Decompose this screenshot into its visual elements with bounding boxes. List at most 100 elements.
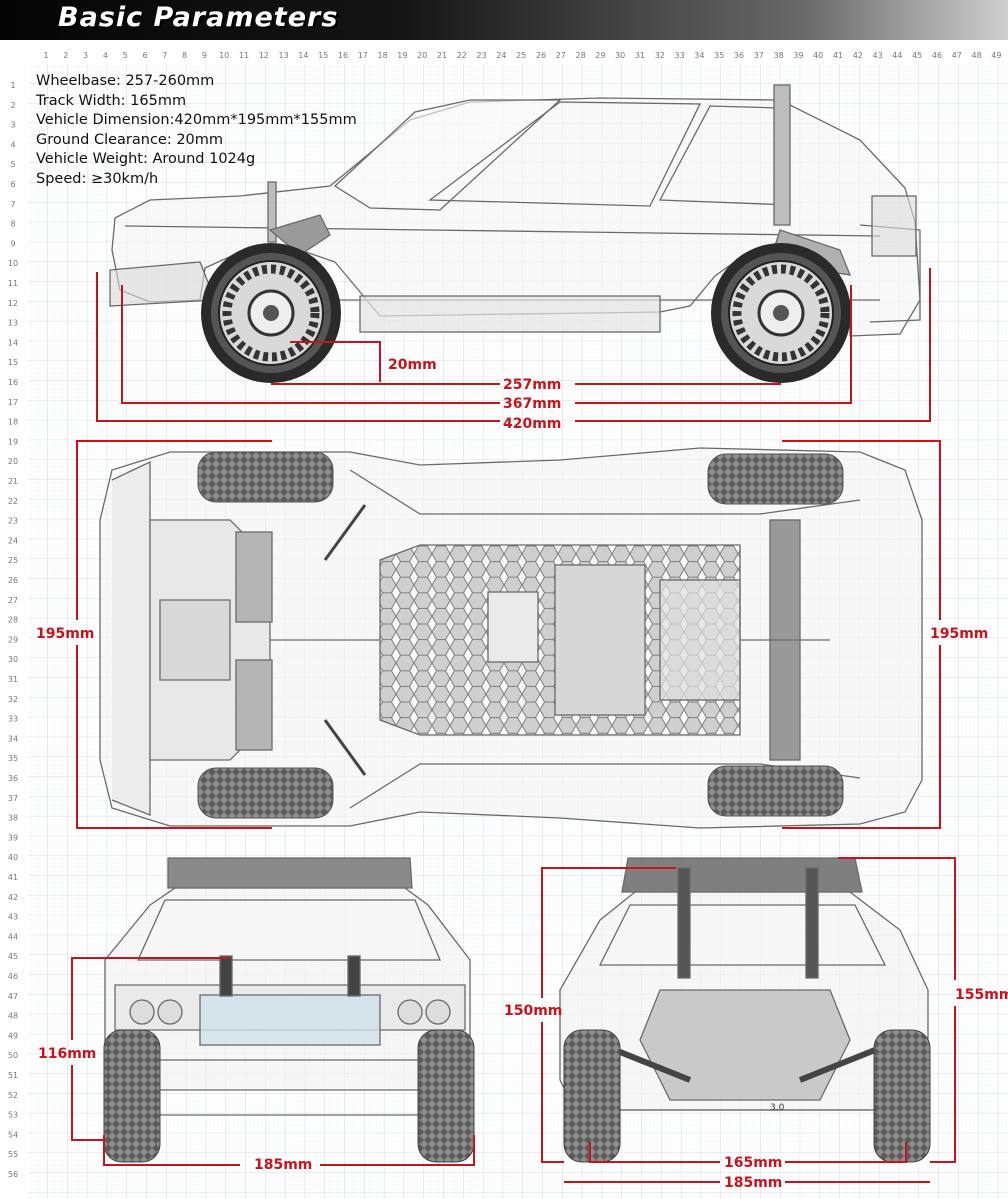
rear-tire-left bbox=[563, 1029, 621, 1163]
ruler-top-tick: 2 bbox=[63, 51, 68, 60]
ruler-top-tick: 31 bbox=[635, 51, 645, 60]
ruler-top-tick: 41 bbox=[833, 51, 843, 60]
ruler-top-tick: 48 bbox=[972, 51, 982, 60]
ruler-top-tick: 28 bbox=[576, 51, 586, 60]
dim-rear-track-outer: 185mm bbox=[724, 1175, 782, 1191]
ruler-left-tick: 39 bbox=[8, 833, 18, 842]
front-tire-right bbox=[417, 1029, 475, 1163]
ruler-left-tick: 18 bbox=[8, 418, 18, 427]
spec-list: Wheelbase: 257-260mm Track Width: 165mm … bbox=[36, 72, 357, 190]
ruler-left-tick: 4 bbox=[10, 140, 15, 149]
ruler-top-tick: 10 bbox=[219, 51, 229, 60]
side-wheel-front bbox=[201, 243, 341, 383]
ruler-top-tick: 4 bbox=[103, 51, 108, 60]
ruler-left-tick: 19 bbox=[8, 437, 18, 446]
ruler-left-tick: 16 bbox=[8, 378, 18, 387]
ruler-left-tick: 38 bbox=[8, 814, 18, 823]
ruler-left-tick: 45 bbox=[8, 952, 18, 961]
ruler-left-tick: 13 bbox=[8, 319, 18, 328]
ruler-top-tick: 13 bbox=[279, 51, 289, 60]
dimension-labels: 20mm 257mm 367mm 420mm 195mm 195mm 116mm… bbox=[36, 357, 1008, 1191]
ruler-left-tick: 46 bbox=[8, 972, 18, 981]
spec-track-width: Track Width: 165mm bbox=[36, 92, 187, 109]
page-title: Basic Parameters bbox=[58, 2, 339, 33]
ruler-left-tick: 51 bbox=[8, 1071, 18, 1080]
ruler-top-tick: 16 bbox=[338, 51, 348, 60]
ruler-top-tick: 45 bbox=[912, 51, 922, 60]
ruler-left-tick: 2 bbox=[10, 101, 15, 110]
top-tire-fl bbox=[197, 451, 334, 503]
ruler-left-tick: 31 bbox=[8, 675, 18, 684]
ruler-top-tick: 26 bbox=[536, 51, 546, 60]
ruler-top-tick: 1 bbox=[43, 51, 48, 60]
spec-speed: Speed: ≥30km/h bbox=[36, 170, 159, 187]
ruler-top-tick: 38 bbox=[774, 51, 784, 60]
ruler-left-tick: 41 bbox=[8, 873, 18, 882]
ruler-left-tick: 50 bbox=[8, 1051, 18, 1060]
ruler-top-tick: 49 bbox=[991, 51, 1001, 60]
ruler-left-tick: 32 bbox=[8, 695, 18, 704]
ruler-left-tick: 33 bbox=[8, 715, 18, 724]
ruler-left-tick: 55 bbox=[8, 1150, 18, 1159]
ruler-left-tick: 37 bbox=[8, 794, 18, 803]
ruler-top-tick: 19 bbox=[397, 51, 407, 60]
dim-wheelbase: 257mm bbox=[503, 377, 561, 393]
spec-vehicle-weight: Vehicle Weight: Around 1024g bbox=[36, 151, 256, 168]
ruler-left-tick: 42 bbox=[8, 893, 18, 902]
ruler-top-tick: 35 bbox=[714, 51, 724, 60]
ruler-left-tick: 6 bbox=[10, 180, 15, 189]
dim-width-right: 195mm bbox=[930, 626, 988, 642]
svg-text:3.0: 3.0 bbox=[770, 1103, 785, 1113]
ruler-left-tick: 49 bbox=[8, 1031, 18, 1040]
ruler-left-tick: 48 bbox=[8, 1012, 18, 1021]
ruler-left-tick: 26 bbox=[8, 576, 18, 585]
ruler-left-tick: 25 bbox=[8, 556, 18, 565]
ruler-left-tick: 21 bbox=[8, 477, 18, 486]
top-tire-fr bbox=[197, 767, 334, 819]
ruler-top-tick: 27 bbox=[556, 51, 566, 60]
spec-ground-clearance: Ground Clearance: 20mm bbox=[36, 131, 224, 148]
ruler-top-tick: 5 bbox=[123, 51, 128, 60]
ruler-left-tick: 30 bbox=[8, 655, 18, 664]
dim-ground-clearance: 20mm bbox=[388, 357, 437, 373]
ruler-left-tick: 54 bbox=[8, 1130, 18, 1139]
dim-total-length: 420mm bbox=[503, 416, 561, 432]
ruler-left-tick: 11 bbox=[8, 279, 18, 288]
top-tire-rl bbox=[707, 453, 844, 505]
front-view bbox=[104, 857, 471, 1116]
ruler-left-tick: 43 bbox=[8, 913, 18, 922]
ruler-left-tick: 10 bbox=[8, 259, 18, 268]
ruler-top-tick: 9 bbox=[202, 51, 207, 60]
spec-vehicle-dimension: Vehicle Dimension:420mm*195mm*155mm bbox=[36, 112, 357, 129]
ruler-top-tick: 17 bbox=[358, 51, 368, 60]
ruler-top-tick: 40 bbox=[813, 51, 823, 60]
ruler-left-tick: 9 bbox=[10, 239, 15, 248]
ruler-left-tick: 29 bbox=[8, 635, 18, 644]
dim-front-height: 116mm bbox=[38, 1046, 96, 1062]
ruler-top-tick: 25 bbox=[516, 51, 526, 60]
ruler-top-tick: 42 bbox=[853, 51, 863, 60]
dim-front-track: 185mm bbox=[254, 1157, 312, 1173]
ruler-left-tick: 47 bbox=[8, 992, 18, 1001]
dim-rear-height-left: 150mm bbox=[504, 1003, 562, 1019]
ruler-left-tick: 1 bbox=[10, 81, 15, 90]
ruler-top-tick: 32 bbox=[655, 51, 665, 60]
ruler-top-tick: 30 bbox=[615, 51, 625, 60]
ruler-top-tick: 21 bbox=[437, 51, 447, 60]
ruler-left-tick: 36 bbox=[8, 774, 18, 783]
top-tire-rr bbox=[707, 765, 844, 817]
ruler-top-tick: 29 bbox=[595, 51, 605, 60]
ruler-left-tick: 14 bbox=[8, 338, 18, 347]
ruler-left-tick: 24 bbox=[8, 536, 18, 545]
ruler-left-tick: 35 bbox=[8, 754, 18, 763]
ruler-left-tick: 15 bbox=[8, 358, 18, 367]
dimension-lines bbox=[71, 268, 956, 1183]
ruler-top-tick: 8 bbox=[182, 51, 187, 60]
side-view bbox=[109, 84, 921, 337]
ruler-left-tick: 22 bbox=[8, 497, 18, 506]
ruler-left-tick: 56 bbox=[8, 1170, 18, 1179]
front-tire-left bbox=[103, 1029, 161, 1163]
ruler-top-tick: 23 bbox=[477, 51, 487, 60]
ruler-left-tick: 12 bbox=[8, 299, 18, 308]
ruler-top-tick: 14 bbox=[298, 51, 308, 60]
